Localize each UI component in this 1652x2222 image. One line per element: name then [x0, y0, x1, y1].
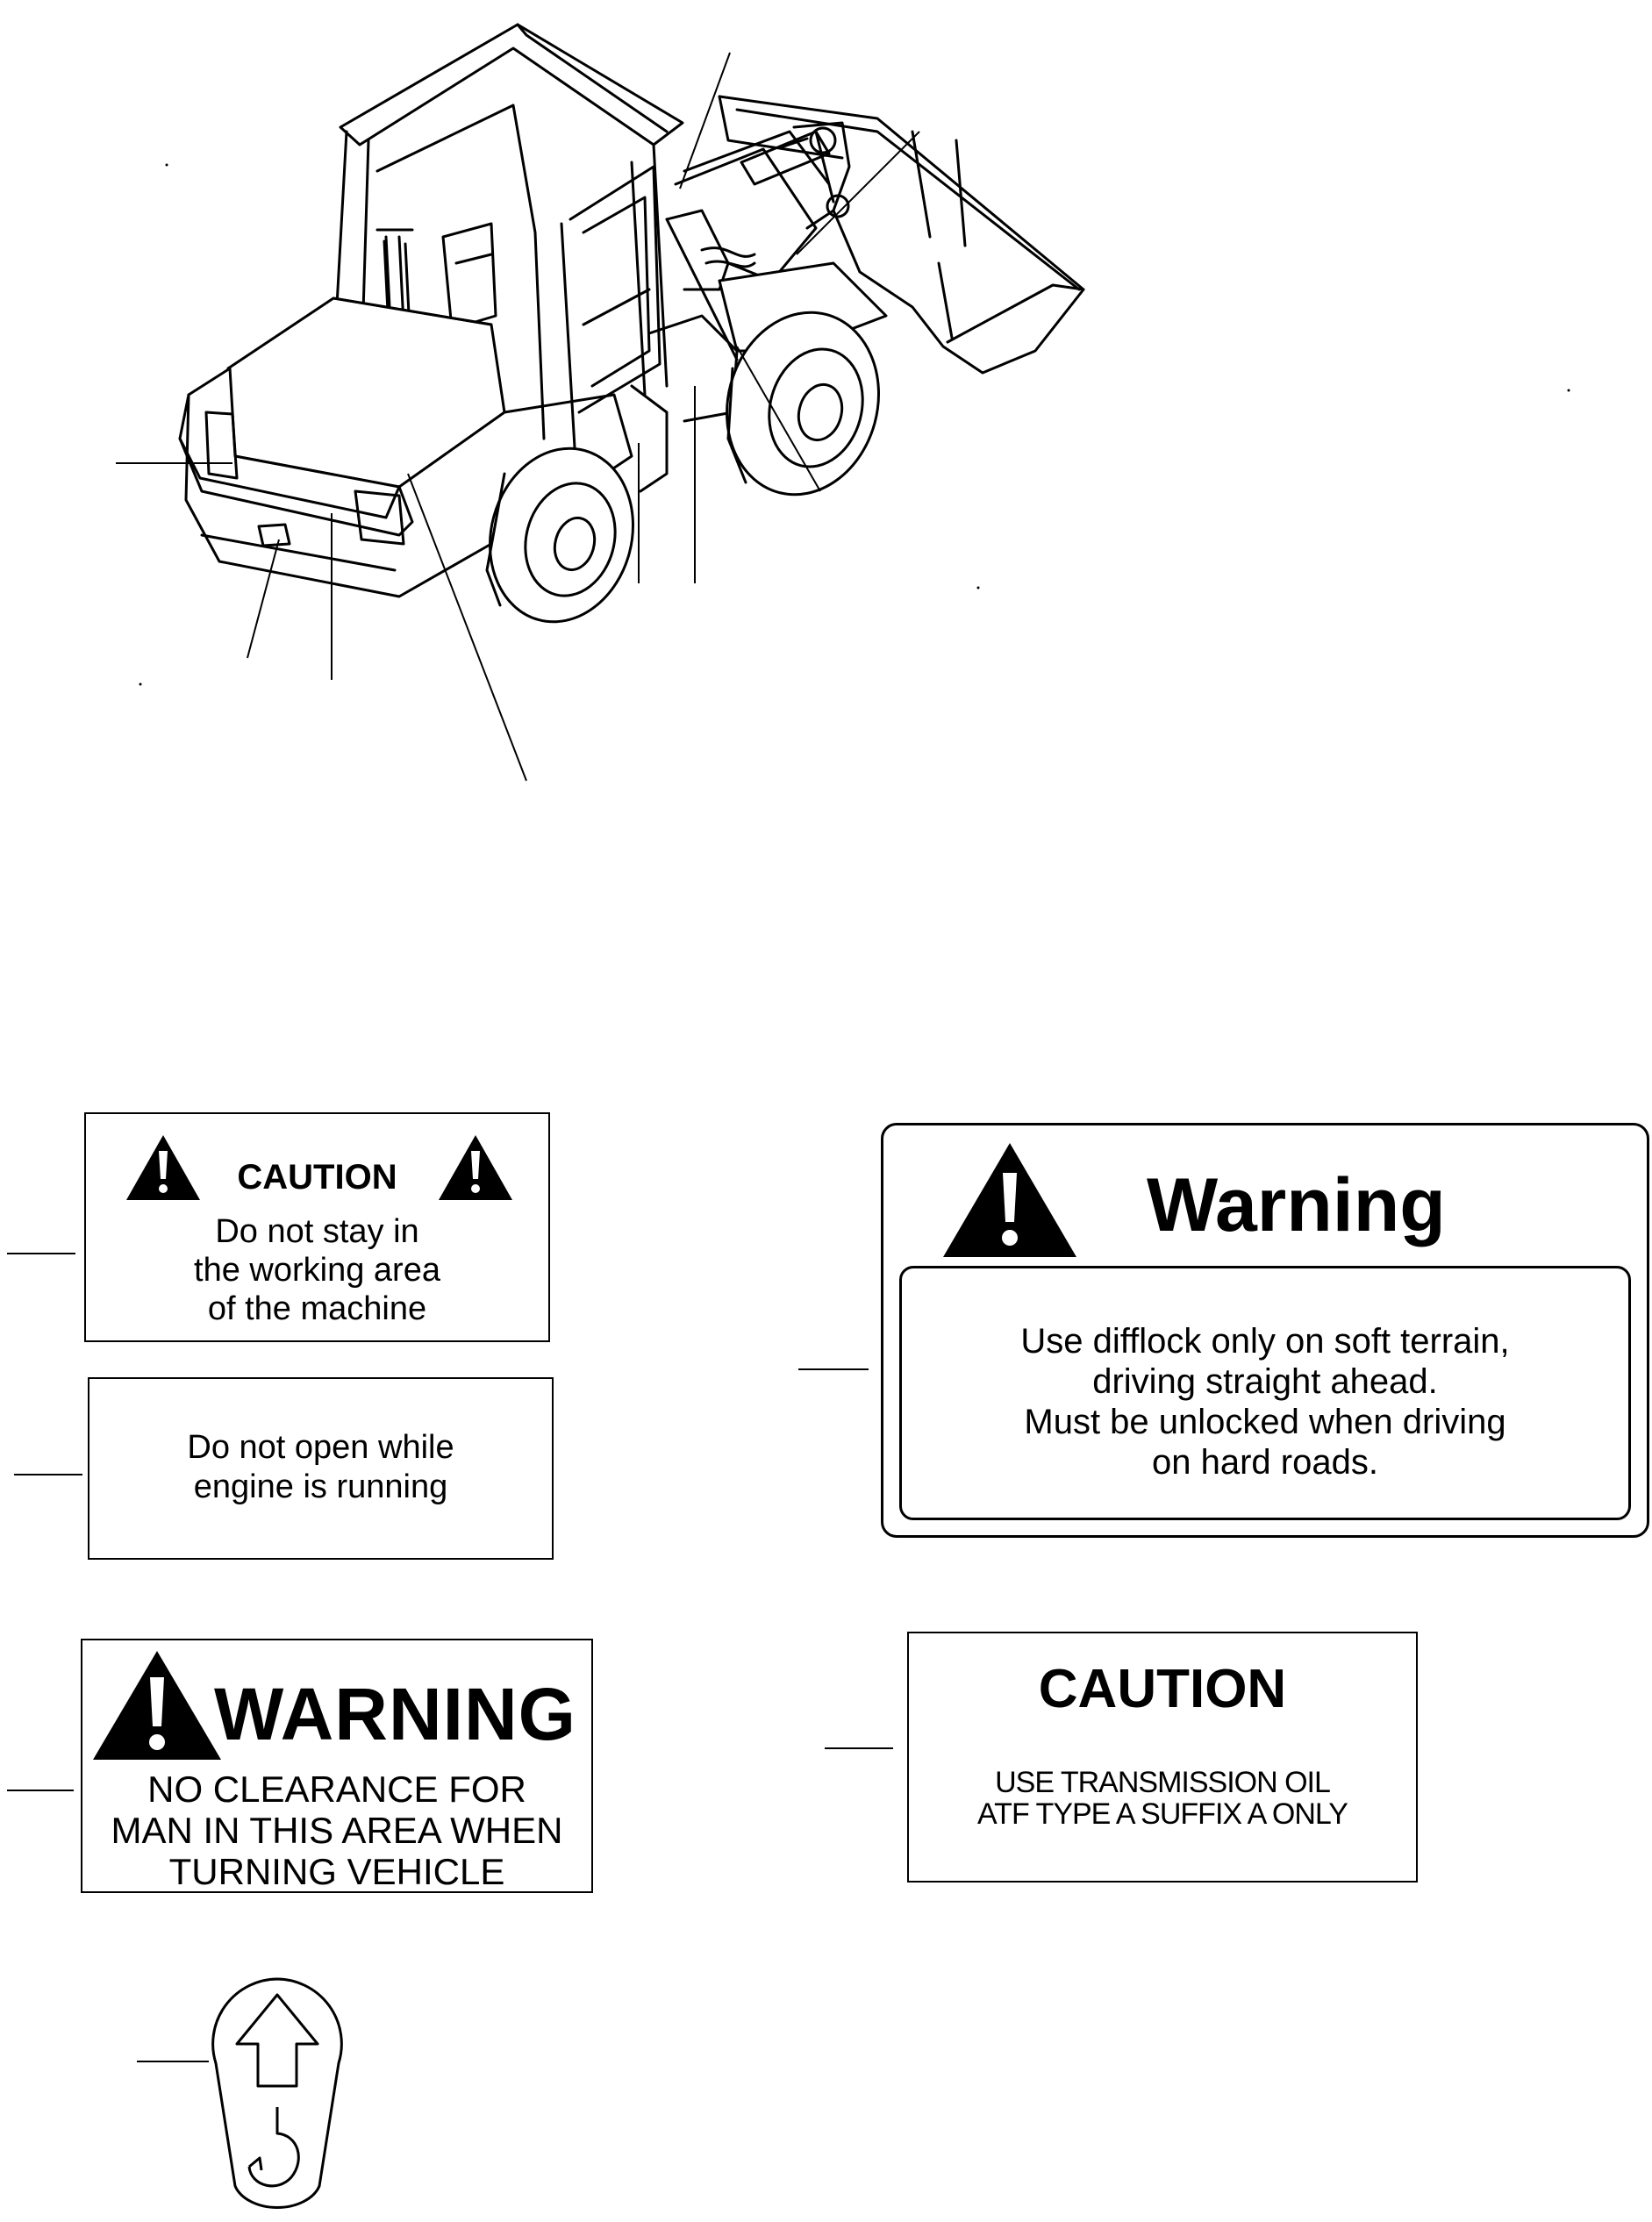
- caution-stay-title: CAUTION: [237, 1158, 397, 1197]
- callout-line-warning-clearance: [7, 1790, 74, 1791]
- caution-oil-line1: USE TRANSMISSION OIL: [995, 1766, 1331, 1799]
- caution-oil-title: CAUTION: [1038, 1659, 1287, 1719]
- warning-triangle-icon: [126, 1135, 200, 1200]
- warning-clearance-decal: WARNING NO CLEARANCE FOR MAN IN THIS ARE…: [81, 1639, 593, 1893]
- warning-difflock-line2: driving straight ahead.: [1092, 1362, 1438, 1401]
- warning-difflock-line4: on hard roads.: [1152, 1443, 1378, 1482]
- callout-line-warning-difflock: [798, 1368, 869, 1370]
- warning-difflock-inner-panel: Use difflock only on soft terrain, drivi…: [899, 1266, 1631, 1520]
- no-open-decal: Do not open while engine is running: [88, 1377, 554, 1560]
- caution-stay-line3: of the machine: [207, 1290, 427, 1327]
- callout-line-lifting-hook: [137, 2061, 209, 2062]
- caution-oil-line2: ATF TYPE A SUFFIX A ONLY: [977, 1797, 1348, 1831]
- caution-oil-decal: CAUTION USE TRANSMISSION OIL ATF TYPE A …: [907, 1632, 1418, 1883]
- warning-difflock-title: Warning: [1147, 1163, 1446, 1247]
- lifting-hook-icon: [211, 1977, 343, 2209]
- warning-difflock-decal: Warning Use difflock only on soft terrai…: [881, 1123, 1649, 1538]
- warning-triangle-icon: [93, 1651, 221, 1760]
- caution-stay-line2: the working area: [194, 1252, 440, 1289]
- callout-line-no-open: [14, 1474, 82, 1475]
- caution-stay-decal: CAUTION Do not stay in the working area …: [84, 1112, 550, 1342]
- no-open-line1: Do not open while: [187, 1429, 454, 1466]
- warning-clearance-line3: TURNING VEHICLE: [168, 1851, 505, 1892]
- callout-line-caution-oil: [825, 1747, 893, 1749]
- warning-triangle-icon: [439, 1135, 512, 1200]
- caution-stay-line1: Do not stay in: [215, 1213, 419, 1250]
- callout-line-caution-stay: [7, 1253, 75, 1254]
- warning-difflock-line3: Must be unlocked when driving: [1024, 1403, 1506, 1441]
- wheel-loader-illustration: [116, 23, 1570, 782]
- warning-difflock-line1: Use difflock only on soft terrain,: [1020, 1322, 1510, 1361]
- warning-clearance-title: WARNING: [214, 1673, 576, 1755]
- no-open-line2: engine is running: [193, 1468, 448, 1505]
- warning-clearance-line1: NO CLEARANCE FOR: [147, 1768, 526, 1810]
- warning-clearance-line2: MAN IN THIS AREA WHEN: [111, 1810, 563, 1851]
- warning-triangle-icon: [943, 1143, 1076, 1257]
